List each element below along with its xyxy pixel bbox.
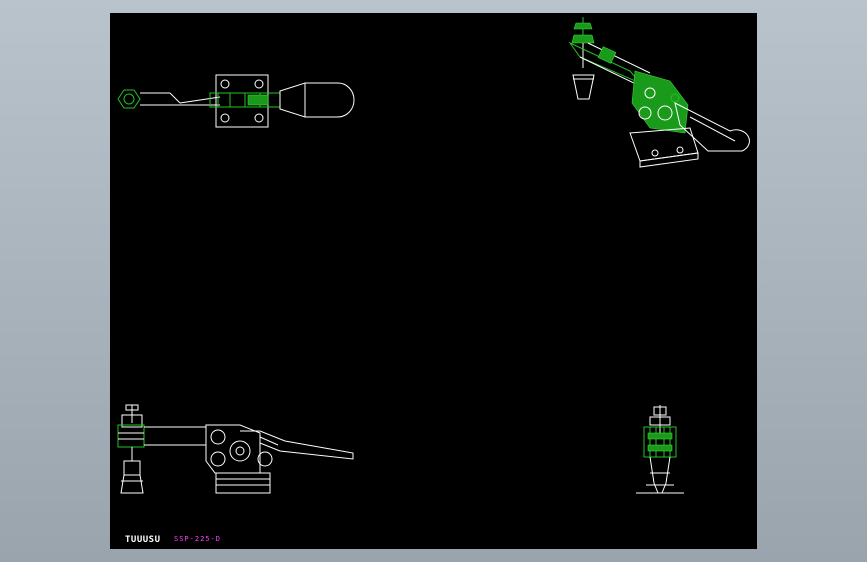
iso-handle [674, 102, 750, 152]
isometric-view [568, 17, 750, 168]
brand-label: TUUUSU [125, 535, 161, 545]
top-view [117, 74, 355, 128]
handle-grip [304, 82, 355, 118]
side-view [636, 405, 684, 494]
front-rubber-tip [120, 474, 144, 494]
front-body [205, 424, 261, 474]
nut-bore [123, 93, 135, 105]
cad-drawing [117, 17, 750, 494]
front-top-nut [121, 414, 143, 428]
rubber-tip [572, 74, 595, 100]
drawing-code: SSP-225-D [174, 535, 221, 543]
front-handle [240, 430, 354, 460]
front-view [117, 404, 354, 494]
drawing-sheet: TUUUSU SSP-225-D [110, 13, 757, 549]
front-base [215, 472, 271, 494]
handle-taper [279, 82, 306, 118]
iso-base [629, 127, 699, 162]
hex-nut [117, 89, 141, 109]
side-body [643, 426, 677, 458]
